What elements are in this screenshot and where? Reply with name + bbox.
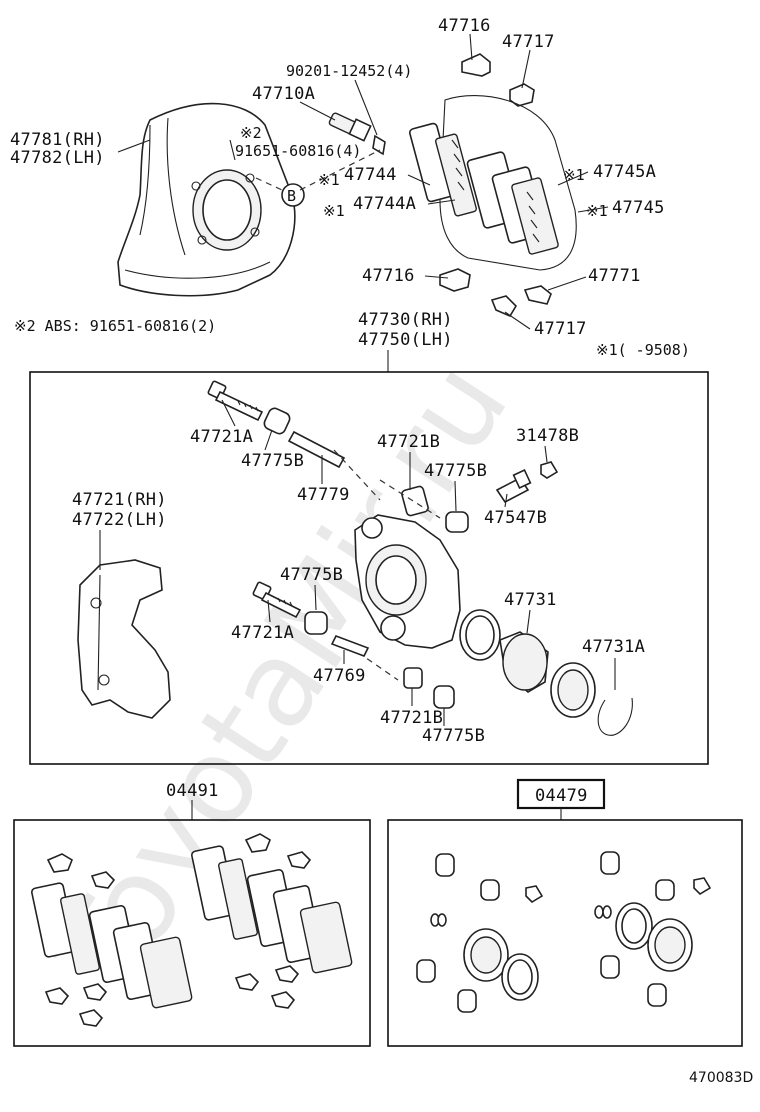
label-31478B: 31478B <box>516 426 579 446</box>
pad-kit-left-set[interactable] <box>31 882 193 1009</box>
boot-lower[interactable] <box>304 611 328 635</box>
label-47717-top: 47717 <box>502 32 555 52</box>
label-star1-c: ※1 <box>563 166 585 184</box>
b-marker-circle <box>281 183 305 207</box>
label-47721B-upper: 47721B <box>377 432 440 452</box>
label-47722: 47722(LH) <box>72 510 167 530</box>
label-47731: 47731 <box>504 590 557 610</box>
label-47710A: 47710A <box>252 84 315 104</box>
b-marker: B <box>287 187 296 205</box>
bleeder-cap[interactable] <box>540 461 559 479</box>
small-bolt[interactable] <box>372 134 386 156</box>
pad-kit-right-set[interactable] <box>191 845 353 974</box>
seal-kit-box <box>387 819 743 1047</box>
label-47775B-lower: 47775B <box>422 726 485 746</box>
label-47721A-upper: 47721A <box>190 427 253 447</box>
slide-bolt-lower[interactable] <box>252 581 302 619</box>
shield-bolt[interactable] <box>328 112 372 142</box>
slide-pin-47779[interactable] <box>287 430 346 469</box>
boot-upper[interactable] <box>262 406 291 435</box>
caliper-assembly-box <box>29 371 709 765</box>
boot-47775B-upper-right[interactable] <box>445 511 469 533</box>
diagram-code: 470083D <box>689 1070 753 1086</box>
seal-kit-right[interactable] <box>594 851 712 1007</box>
bleeder-plug[interactable] <box>495 469 532 504</box>
piston-boot[interactable] <box>550 662 596 718</box>
dust-shield[interactable] <box>117 102 296 297</box>
seal-kit-left[interactable] <box>416 853 544 1013</box>
slide-bolt-upper[interactable] <box>207 380 264 422</box>
label-47769: 47769 <box>313 666 366 686</box>
brake-pad-set-upper[interactable] <box>408 95 577 271</box>
label-star1-d: ※1 <box>586 202 608 220</box>
label-47547B: 47547B <box>484 508 547 528</box>
label-star1-b: ※1 <box>323 202 345 220</box>
label-47750: 47750(LH) <box>358 330 453 350</box>
label-47721: 47721(RH) <box>72 490 167 510</box>
label-47775B-middle: 47775B <box>280 565 343 585</box>
label-star2: ※2 <box>240 124 262 142</box>
label-47716-top: 47716 <box>438 16 491 36</box>
label-04479[interactable]: 04479 <box>535 786 588 806</box>
pad-kit-clips[interactable] <box>44 833 312 1027</box>
pad-kit-box <box>13 819 371 1047</box>
label-47745A: 47745A <box>593 162 656 182</box>
label-47781: 47781(RH) <box>10 130 105 150</box>
label-47730: 47730(RH) <box>358 310 453 330</box>
label-47775B-upper: 47775B <box>241 451 304 471</box>
piston-seal[interactable] <box>459 609 501 661</box>
label-47744A: 47744A <box>353 194 416 214</box>
label-47716-bottom: 47716 <box>362 266 415 286</box>
label-47771: 47771 <box>588 266 641 286</box>
middle-leader-lines <box>99 399 616 726</box>
label-47721B-lower: 47721B <box>380 708 443 728</box>
boot-47775B-lower[interactable] <box>433 685 455 709</box>
label-47744: 47744 <box>344 165 397 185</box>
label-47731A: 47731A <box>582 637 645 657</box>
caliper-body[interactable] <box>354 514 461 649</box>
label-47775B-upper-right: 47775B <box>424 461 487 481</box>
boot-retaining-ring[interactable] <box>597 697 633 736</box>
label-47717-bottom: 47717 <box>534 319 587 339</box>
label-47721A-lower: 47721A <box>231 623 294 643</box>
pad-retainer-top[interactable] <box>461 53 535 107</box>
slide-pin-47769[interactable] <box>330 634 370 658</box>
label-47745: 47745 <box>612 198 665 218</box>
date-note: ※1( -9508) <box>596 341 690 359</box>
label-90201: 90201-12452(4) <box>286 62 412 80</box>
bushing-47721B-upper[interactable] <box>401 485 429 517</box>
label-star1-a: ※1 <box>318 171 340 189</box>
label-04491: 04491 <box>166 781 219 801</box>
caliper-mounting-bracket[interactable] <box>77 559 171 719</box>
label-47782: 47782(LH) <box>10 148 105 168</box>
pad-clips-bottom[interactable] <box>439 268 552 318</box>
label-91651: 91651-60816(4) <box>235 142 361 160</box>
piston[interactable] <box>499 631 549 693</box>
label-47779: 47779 <box>297 485 350 505</box>
abs-note: ※2 ABS: 91651-60816(2) <box>14 317 216 335</box>
top-leader-lines <box>117 33 609 372</box>
bushing-47721B-lower[interactable] <box>403 667 423 689</box>
